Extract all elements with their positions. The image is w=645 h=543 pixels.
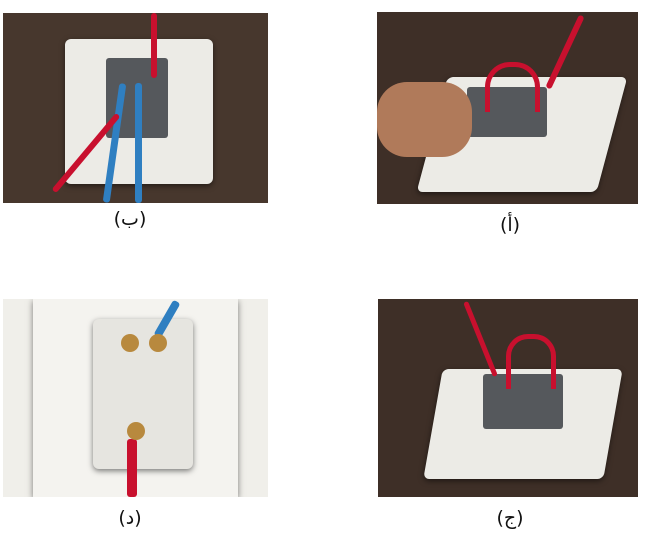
caption-b: (ب) (113, 208, 147, 230)
caption-d: (د) (118, 507, 142, 529)
brass-terminal (127, 422, 145, 440)
blue-wire (135, 83, 142, 203)
red-loop-wire (485, 62, 540, 112)
photo-a-switch-loop-wire (377, 12, 638, 204)
photo-b-switch-back-wiring (3, 13, 268, 203)
red-loop-wire (506, 334, 556, 389)
switch-mechanism (93, 319, 193, 469)
brass-terminal (121, 334, 139, 352)
red-wire (127, 439, 137, 497)
photo-d-switch-front-terminals (3, 299, 268, 497)
photo-j-switch-assembled (378, 299, 638, 497)
caption-j: (ج) (496, 507, 524, 529)
red-wire (463, 300, 498, 378)
brass-terminal (149, 334, 167, 352)
red-wire (151, 13, 157, 78)
hand (377, 82, 472, 157)
caption-a: (أ) (499, 214, 521, 236)
